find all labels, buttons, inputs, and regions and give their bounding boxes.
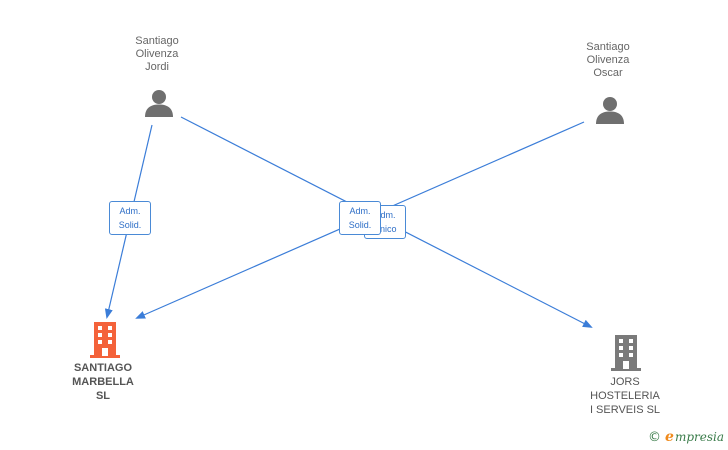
brand-logo-initial: e — [665, 429, 674, 445]
person-name-line: Olivenza — [135, 48, 179, 60]
company-name-line: JORS — [610, 376, 640, 388]
company-name-line: I SERVEIS SL — [589, 404, 661, 416]
brand-footer[interactable]: © e mpresia — [648, 429, 724, 445]
person-name-line: Santiago — [135, 35, 179, 47]
brand-logo-text: mpresia — [674, 430, 724, 444]
building-icon[interactable] — [90, 322, 120, 358]
company-label-jors[interactable]: JORS HOSTELERIA I SERVEIS SL — [575, 375, 675, 417]
edge-label-line: Unico — [373, 224, 397, 234]
person-label-oscar: Santiago Olivenza Oscar — [563, 41, 653, 80]
company-label-marbella[interactable]: SANTIAGO MARBELLA SL — [58, 361, 148, 403]
edge-label-line: Solid. — [348, 220, 372, 230]
edge-label-jordi-jors[interactable]: Adm. Solid. — [339, 201, 381, 235]
person-icon[interactable] — [595, 95, 625, 125]
person-icon[interactable] — [144, 88, 174, 118]
building-icon[interactable] — [611, 335, 641, 371]
company-name-line: SL — [95, 390, 111, 402]
company-name-line: HOSTELERIA — [590, 390, 660, 402]
edge-label-jordi-marbella[interactable]: Adm. Solid. — [109, 201, 151, 235]
person-name-line: Jordi — [145, 61, 169, 73]
edge-label-line: Adm. — [374, 210, 396, 220]
edge-label-line: Adm. — [349, 206, 371, 216]
person-label-jordi: Santiago Olivenza Jordi — [112, 35, 202, 74]
person-name-line: Santiago — [586, 41, 630, 53]
company-name-line: MARBELLA — [72, 376, 134, 388]
copyright-icon: © — [648, 429, 662, 445]
person-name-line: Oscar — [593, 67, 623, 79]
person-name-line: Olivenza — [586, 54, 630, 66]
company-name-line: SANTIAGO — [73, 362, 133, 374]
edge-label-line: Solid. — [118, 220, 142, 230]
edge-label-line: Adm. — [119, 206, 141, 216]
